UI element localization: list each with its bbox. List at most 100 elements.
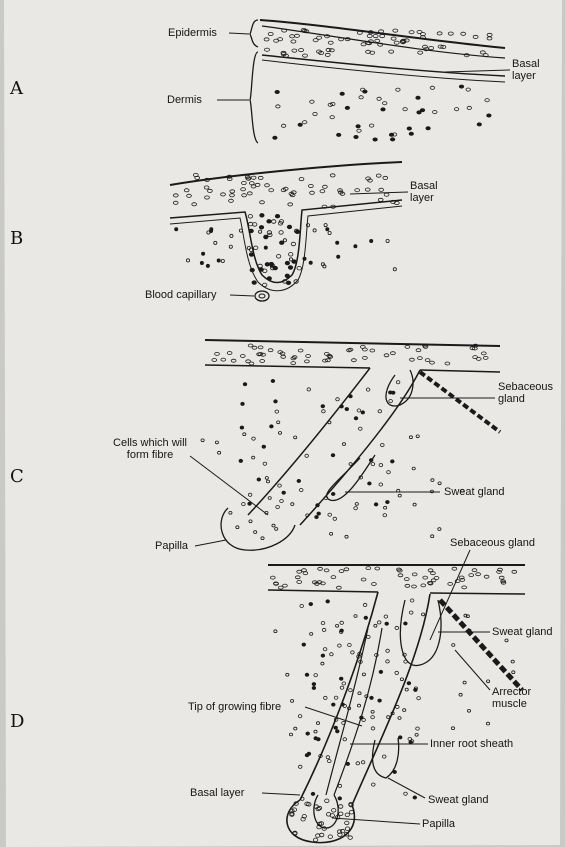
cell xyxy=(316,511,321,516)
cell xyxy=(390,459,395,464)
cell xyxy=(277,431,282,435)
cell xyxy=(337,783,343,788)
cell xyxy=(297,714,303,719)
label-d-sweat-gland-lower: Sweat gland xyxy=(428,794,489,806)
cell xyxy=(340,828,346,834)
cell xyxy=(320,653,326,658)
cell xyxy=(308,602,313,607)
cell xyxy=(367,178,373,183)
cell xyxy=(315,721,320,725)
cell xyxy=(395,704,400,709)
cell xyxy=(468,573,475,577)
cell xyxy=(395,87,401,92)
cell xyxy=(277,350,284,355)
cell xyxy=(322,358,328,363)
cell xyxy=(264,262,270,267)
cell xyxy=(466,708,471,713)
panel-b-basal-line-2 xyxy=(169,205,403,292)
panel-c-arrector xyxy=(418,370,502,434)
panel-a-basal-line xyxy=(261,54,506,77)
cell xyxy=(274,213,281,219)
cell xyxy=(369,695,374,700)
cell xyxy=(427,581,433,585)
cell xyxy=(430,578,437,583)
cell xyxy=(313,729,318,734)
cell xyxy=(240,401,245,406)
cell xyxy=(389,137,396,142)
cell xyxy=(388,399,393,404)
cell xyxy=(281,490,286,495)
cell xyxy=(440,45,447,50)
cell xyxy=(315,503,320,508)
cell xyxy=(347,706,352,711)
cell xyxy=(312,228,317,233)
cell xyxy=(344,820,350,826)
cell xyxy=(329,813,335,818)
cell xyxy=(419,108,426,113)
cell xyxy=(309,190,315,195)
cell xyxy=(306,387,311,392)
cell xyxy=(402,107,408,112)
panel-b-drawing xyxy=(169,161,409,302)
cell xyxy=(433,576,440,580)
cell xyxy=(486,679,491,684)
cell xyxy=(353,244,358,249)
panel-a-skin-surface xyxy=(259,19,506,49)
cell xyxy=(459,578,466,582)
cell xyxy=(369,50,376,55)
cell xyxy=(353,416,359,421)
cell xyxy=(226,176,233,181)
panel-a-drawing xyxy=(217,19,511,144)
cell xyxy=(327,102,333,107)
cell xyxy=(367,30,374,35)
cell xyxy=(371,782,376,787)
cell xyxy=(267,232,273,238)
cell xyxy=(475,572,481,577)
cell xyxy=(393,200,400,205)
cell xyxy=(298,177,305,182)
cell xyxy=(296,569,303,574)
cell xyxy=(254,182,261,187)
cell xyxy=(290,356,297,361)
cell xyxy=(300,817,306,822)
cell xyxy=(422,575,429,580)
cell xyxy=(335,240,340,245)
cell xyxy=(374,566,381,571)
cell xyxy=(263,234,269,240)
cell xyxy=(415,348,422,353)
cell xyxy=(415,726,420,731)
cell xyxy=(334,815,341,820)
label-d-tip-growing-fibre: Tip of growing fibre xyxy=(188,701,282,713)
panel-b-capillary-leader xyxy=(229,294,255,297)
cell xyxy=(472,343,479,348)
cell xyxy=(274,527,279,531)
cell xyxy=(390,711,395,716)
cell xyxy=(291,259,297,264)
cell xyxy=(327,40,334,45)
cell xyxy=(354,502,359,506)
cell xyxy=(226,174,233,179)
cell xyxy=(313,673,318,678)
cell xyxy=(315,833,321,838)
cell xyxy=(432,110,438,115)
cell xyxy=(496,570,502,574)
cell xyxy=(257,352,264,356)
cell xyxy=(358,659,363,664)
cell xyxy=(362,347,368,352)
cell xyxy=(316,35,323,40)
cell xyxy=(272,265,278,271)
cell xyxy=(230,358,237,363)
cell xyxy=(327,759,332,764)
cell xyxy=(304,453,309,458)
cell xyxy=(424,358,431,363)
cell xyxy=(383,353,390,358)
cell xyxy=(382,101,388,106)
cell xyxy=(269,263,274,268)
panel-b-basal-leader xyxy=(349,191,409,195)
cell xyxy=(288,732,293,737)
cell xyxy=(378,463,384,468)
cell xyxy=(461,585,468,590)
panel-a-epidermis-brace xyxy=(249,19,259,48)
cell xyxy=(302,256,307,261)
cell xyxy=(270,378,276,383)
